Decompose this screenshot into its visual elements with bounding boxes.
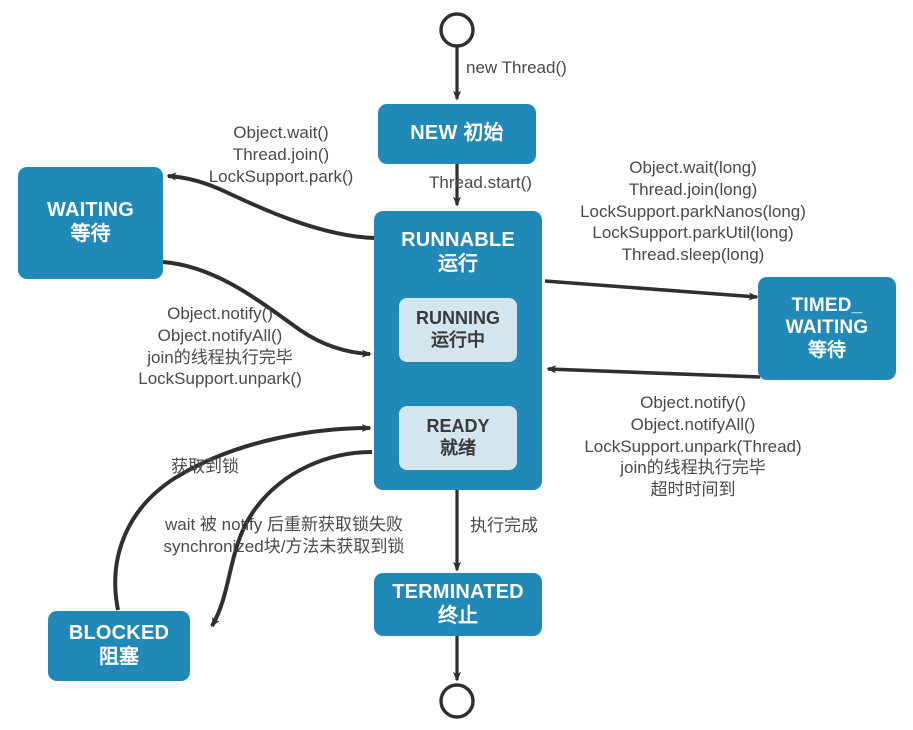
node-timed-waiting[interactable]: TIMED_ WAITING 等待 [758, 277, 896, 380]
edge-label-new-thread-line: new Thread() [466, 58, 567, 77]
edge-label-to-waiting-1: Thread.join() [232, 144, 330, 164]
edge-label-from-blocked: 获取到锁 [155, 456, 255, 478]
node-terminated-label: TERMINATED [392, 580, 524, 603]
node-terminated-label-cn: 终止 [438, 604, 478, 627]
edge-label-from-blocked-line: 获取到锁 [171, 457, 239, 476]
node-terminated[interactable]: TERMINATED 终止 [374, 573, 542, 636]
node-running-label: RUNNING [416, 308, 500, 329]
edge-label-to-timed-waiting-2: LockSupport.parkNanos(long) [580, 201, 806, 221]
edge-label-to-blocked-0: wait 被 notify 后重新获取锁失败 [164, 515, 404, 534]
node-waiting-label: WAITING [47, 199, 134, 222]
node-timed-waiting-label-line1: TIMED_ [791, 294, 863, 316]
node-blocked-label-cn: 阻塞 [99, 646, 139, 668]
edge-label-from-timed-waiting: Object.notify() Object.notifyAll() LockS… [553, 392, 833, 501]
edge-label-to-timed-waiting-1: Thread.join(long) [628, 179, 758, 199]
node-runnable-label: RUNNABLE [401, 229, 515, 251]
edge-label-from-waiting-2: join的线程执行完毕 [147, 347, 293, 367]
edge-label-to-timed-waiting-4: Thread.sleep(long) [621, 245, 765, 264]
edge-label-to-waiting-0: Object.wait() [233, 123, 329, 142]
edge-label-from-timed-waiting-0: Object.notify() [640, 393, 746, 412]
node-timed-waiting-label-cn: 等待 [807, 339, 846, 361]
edge-runnable-to-blocked [210, 450, 373, 628]
edge-label-from-waiting-1: Object.notifyAll() [157, 325, 283, 345]
edge-blocked-to-runnable [113, 424, 372, 611]
edge-label-from-waiting-3: LockSupport.unpark() [138, 369, 302, 389]
start-node [439, 12, 475, 48]
node-runnable-label-cn: 运行 [438, 252, 478, 275]
edge-label-to-waiting: Object.wait() Thread.join() LockSupport.… [176, 122, 386, 187]
edge-label-from-timed-waiting-1: Object.notifyAll() [630, 414, 756, 434]
end-node [439, 683, 475, 719]
node-ready-label-cn: 就绪 [440, 438, 476, 458]
node-ready[interactable]: READY 就绪 [399, 406, 517, 470]
edge-waiting-to-runnable [162, 260, 372, 358]
node-timed-waiting-label-line2: WAITING [785, 317, 869, 339]
node-blocked-label: BLOCKED [68, 622, 170, 645]
node-new-label-cn: 初始 [463, 122, 504, 145]
edge-label-to-timed-waiting-3: LockSupport.parkUtil(long) [592, 223, 794, 243]
edge-label-from-waiting-0: Object.notify() [167, 304, 273, 323]
edge-runnable-to-waiting [166, 172, 375, 240]
edge-label-to-blocked-1: synchronized块/方法未获取到锁 [163, 536, 405, 556]
edge-runnable-to-timed-waiting [544, 279, 759, 301]
edge-label-to-terminated: 执行完成 [470, 515, 538, 537]
node-running[interactable]: RUNNING 运行中 [399, 298, 517, 362]
edge-timed-waiting-to-runnable [546, 365, 761, 379]
edge-label-from-waiting: Object.notify() Object.notifyAll() join的… [100, 303, 340, 390]
node-waiting-label-cn: 等待 [70, 223, 111, 245]
edge-label-from-timed-waiting-2: LockSupport.unpark(Thread) [584, 436, 802, 456]
edge-label-to-timed-waiting-0: Object.wait(long) [629, 158, 757, 177]
edge-label-to-blocked: wait 被 notify 后重新获取锁失败 synchronized块/方法未… [139, 514, 429, 558]
edge-label-new-thread: new Thread() [466, 57, 567, 79]
edge-label-from-timed-waiting-3: join的线程执行完毕 [620, 458, 766, 478]
node-running-label-cn: 运行中 [431, 330, 485, 350]
edge-label-thread-start: Thread.start() [429, 172, 532, 194]
node-blocked[interactable]: BLOCKED 阻塞 [48, 611, 190, 681]
node-new-label: NEW [410, 122, 458, 145]
edge-label-to-timed-waiting: Object.wait(long) Thread.join(long) Lock… [553, 157, 833, 266]
node-waiting[interactable]: WAITING 等待 [18, 167, 163, 279]
node-new[interactable]: NEW 初始 [378, 104, 536, 164]
edge-label-from-timed-waiting-4: 超时时间到 [650, 480, 736, 499]
edge-label-to-terminated-line: 执行完成 [470, 516, 538, 535]
edge-label-thread-start-line: Thread.start() [429, 173, 532, 192]
edge-label-to-waiting-2: LockSupport.park() [208, 166, 354, 186]
node-ready-label: READY [426, 416, 490, 437]
